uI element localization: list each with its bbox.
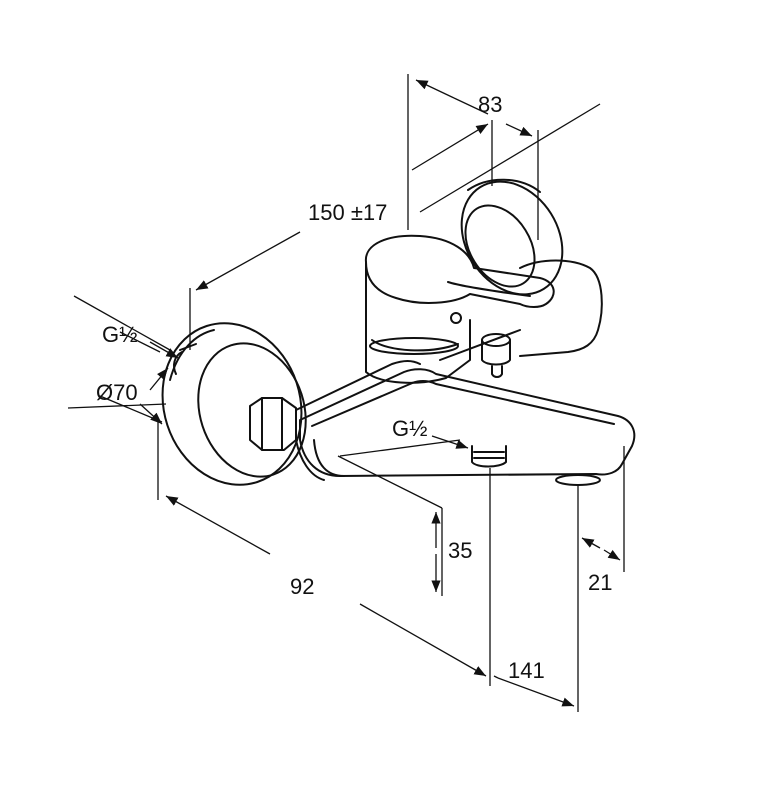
back-body-block [519, 259, 603, 357]
dim-92: 92 [290, 574, 314, 599]
dim-thread-outlet: G½ [392, 416, 427, 441]
mixer-housing [365, 261, 471, 384]
hex-nut [249, 397, 297, 451]
dim-rosette-diameter: Ø70 [96, 380, 138, 405]
left-inlet-stub [173, 343, 197, 375]
back-rosette [460, 178, 564, 296]
front-rosette [161, 322, 307, 486]
dim-35: 35 [448, 538, 472, 563]
dim-21: 21 [588, 570, 612, 595]
shower-outlet [471, 445, 507, 468]
body-tube [295, 329, 521, 481]
dimension-lines [67, 74, 625, 712]
dim-thread-top: G½ [102, 322, 137, 347]
faucet-body [161, 178, 636, 486]
dim-141: 141 [508, 658, 545, 683]
dim-83: 83 [478, 92, 502, 117]
diverter-knob [481, 333, 511, 378]
lever-handle [364, 234, 555, 324]
spout [299, 368, 636, 486]
dim-150-17: 150 ±17 [308, 200, 387, 225]
